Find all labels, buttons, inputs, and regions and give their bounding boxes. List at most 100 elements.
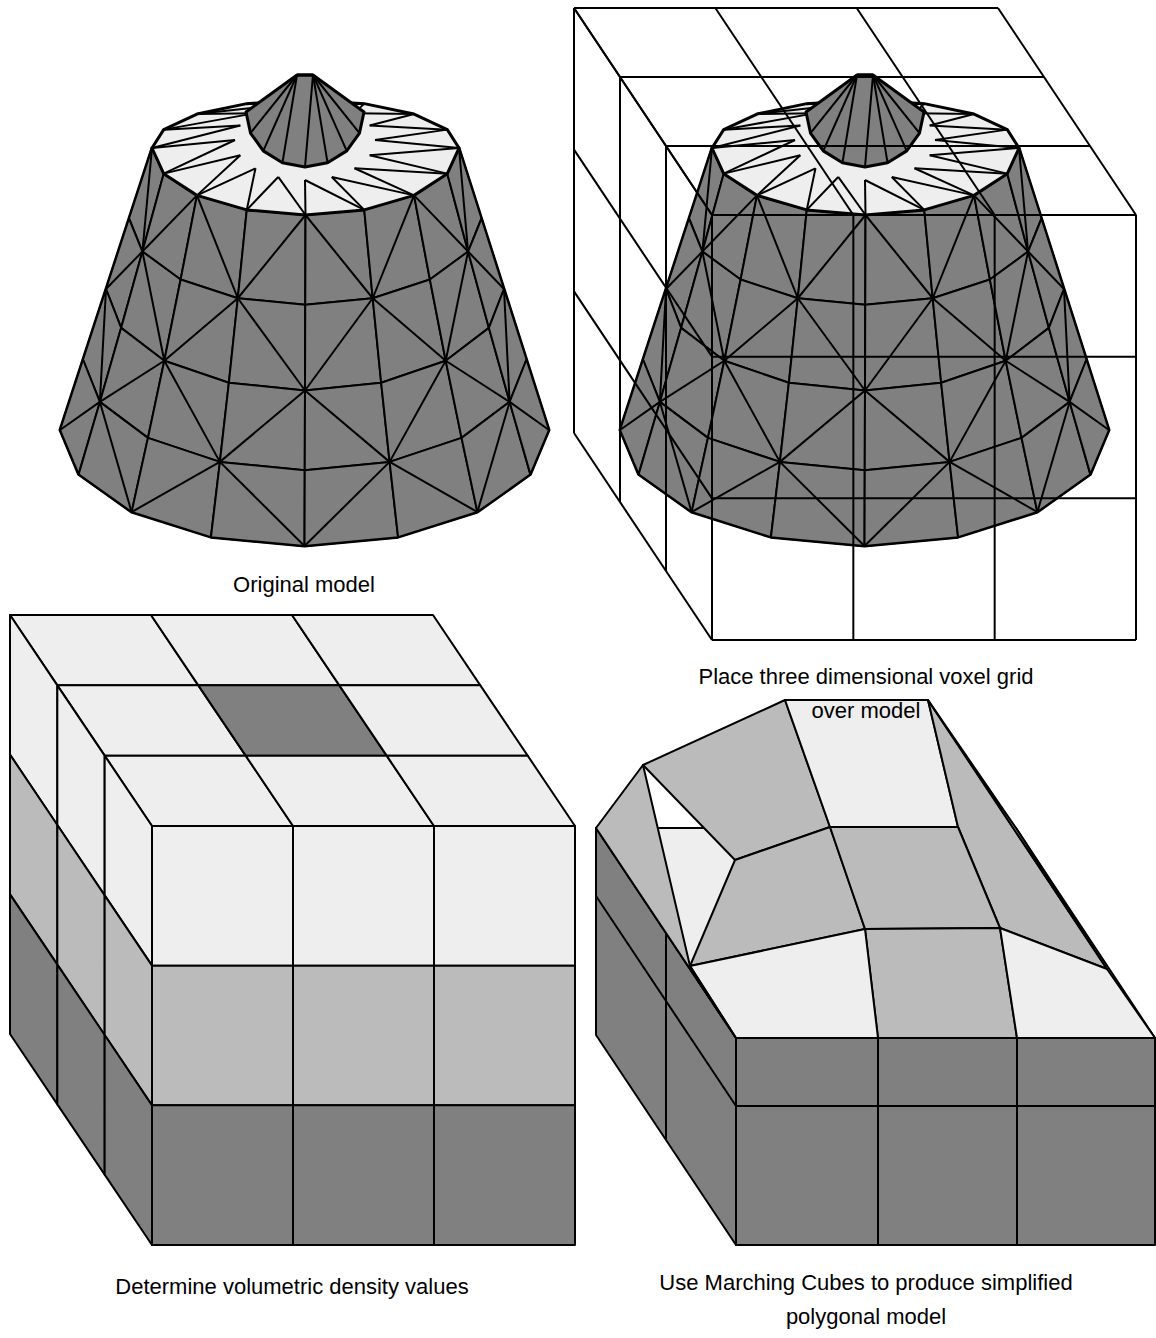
mesh-edge (100, 402, 132, 512)
surface-facet (1000, 928, 1155, 1038)
mesh-quad (798, 210, 866, 305)
grid-line (715, 8, 853, 215)
mesh-edge (282, 75, 297, 163)
mesh-edge (305, 462, 390, 546)
grid-line (712, 497, 1136, 499)
mesh-edge (660, 402, 692, 512)
mesh-edge (865, 180, 924, 210)
voxel-grid-panel (574, 8, 1136, 640)
mesh-edge (798, 298, 865, 390)
mesh-edge (197, 155, 240, 195)
mesh-edge (305, 75, 313, 167)
voxel-front (293, 1105, 434, 1245)
mesh-edge (390, 462, 478, 512)
mesh-edge (702, 252, 724, 361)
mesh-edge (332, 177, 414, 195)
grid-line (857, 8, 995, 215)
voxel-front (152, 826, 293, 966)
voxel-side (10, 894, 57, 1104)
surface-facet (830, 827, 1000, 929)
mesh-edge (164, 298, 238, 361)
mesh-quad (220, 383, 305, 471)
mesh-quad (305, 298, 381, 390)
mesh-edge (370, 148, 459, 155)
mesh-edge (935, 130, 1007, 140)
base-edge (1016, 1038, 1018, 1245)
mesh-quad (865, 210, 932, 305)
grid-line (712, 214, 1136, 216)
mesh-edge (446, 252, 468, 361)
mesh-edge (313, 75, 347, 151)
grid-line (712, 639, 1136, 641)
mesh-edge (712, 125, 800, 148)
mesh-edge (370, 155, 448, 173)
grid-line (994, 215, 996, 640)
grid-line (574, 7, 998, 9)
mesh-edge (933, 195, 974, 298)
mesh-edge (197, 195, 238, 298)
mesh-edge (375, 140, 459, 148)
mesh-quad (305, 210, 372, 305)
grid-line (574, 8, 712, 215)
mesh-edge (220, 462, 305, 546)
mesh-quad (780, 383, 865, 471)
mesh-edge (1019, 148, 1028, 252)
surface-facet (865, 928, 1017, 1038)
caption: Determine volumetric density values (82, 1270, 502, 1304)
mesh-edge (757, 155, 800, 195)
mesh-edge (220, 391, 305, 462)
mesh-edge (930, 125, 1008, 129)
mesh-edge (354, 168, 414, 195)
mesh-edge (757, 168, 816, 195)
mesh-edge (375, 130, 447, 140)
mesh-edge (838, 177, 865, 215)
grid-line (574, 8, 712, 215)
voxel-side (105, 1035, 152, 1245)
mesh-edge (459, 148, 468, 252)
voxel-side (57, 965, 104, 1175)
mesh-edge (864, 180, 867, 215)
mesh-edge (873, 75, 888, 163)
mesh-edge (278, 177, 305, 215)
surface-facet (596, 765, 736, 1038)
voxel-top (339, 685, 527, 755)
grid-line (619, 77, 621, 502)
mesh-edge (810, 75, 857, 133)
mesh-edge (100, 361, 164, 402)
mesh-edge (373, 195, 414, 298)
surface-facet (690, 929, 878, 1038)
mesh-edge (304, 180, 307, 215)
mesh-quad (865, 383, 950, 471)
mesh-quad (1070, 360, 1109, 475)
mesh-edge (950, 462, 1038, 512)
mesh-edge (504, 289, 510, 402)
grid-line (666, 145, 1090, 147)
mesh-edge (297, 74, 313, 77)
caption: Use Marching Cubes to produce simplified… (631, 1266, 1101, 1334)
voxel-front (434, 1105, 575, 1245)
mesh-edge (865, 391, 950, 462)
model-cone (806, 75, 924, 167)
mesh-edge (1037, 402, 1069, 512)
mesh-edge (305, 391, 390, 462)
mesh-quad (229, 298, 305, 390)
voxel-front (434, 826, 575, 966)
mesh-edge (798, 215, 866, 298)
grid-line (665, 146, 667, 571)
grid-line (711, 215, 713, 640)
model-copy (620, 75, 1109, 546)
mesh-quad (211, 462, 305, 546)
mesh-edge (892, 177, 924, 210)
voxel-top (292, 615, 480, 685)
mesh-edge (370, 114, 414, 125)
mesh-edge (930, 155, 1008, 173)
mesh-edge (873, 75, 907, 151)
mesh-edge (132, 462, 220, 512)
mesh-quad (305, 462, 399, 546)
mesh-edge (152, 125, 240, 148)
grid-line (712, 356, 1136, 358)
mesh-edge (866, 215, 933, 298)
mesh-edge (823, 75, 857, 151)
mesh-edge (238, 298, 305, 390)
mesh-edge (305, 298, 373, 390)
